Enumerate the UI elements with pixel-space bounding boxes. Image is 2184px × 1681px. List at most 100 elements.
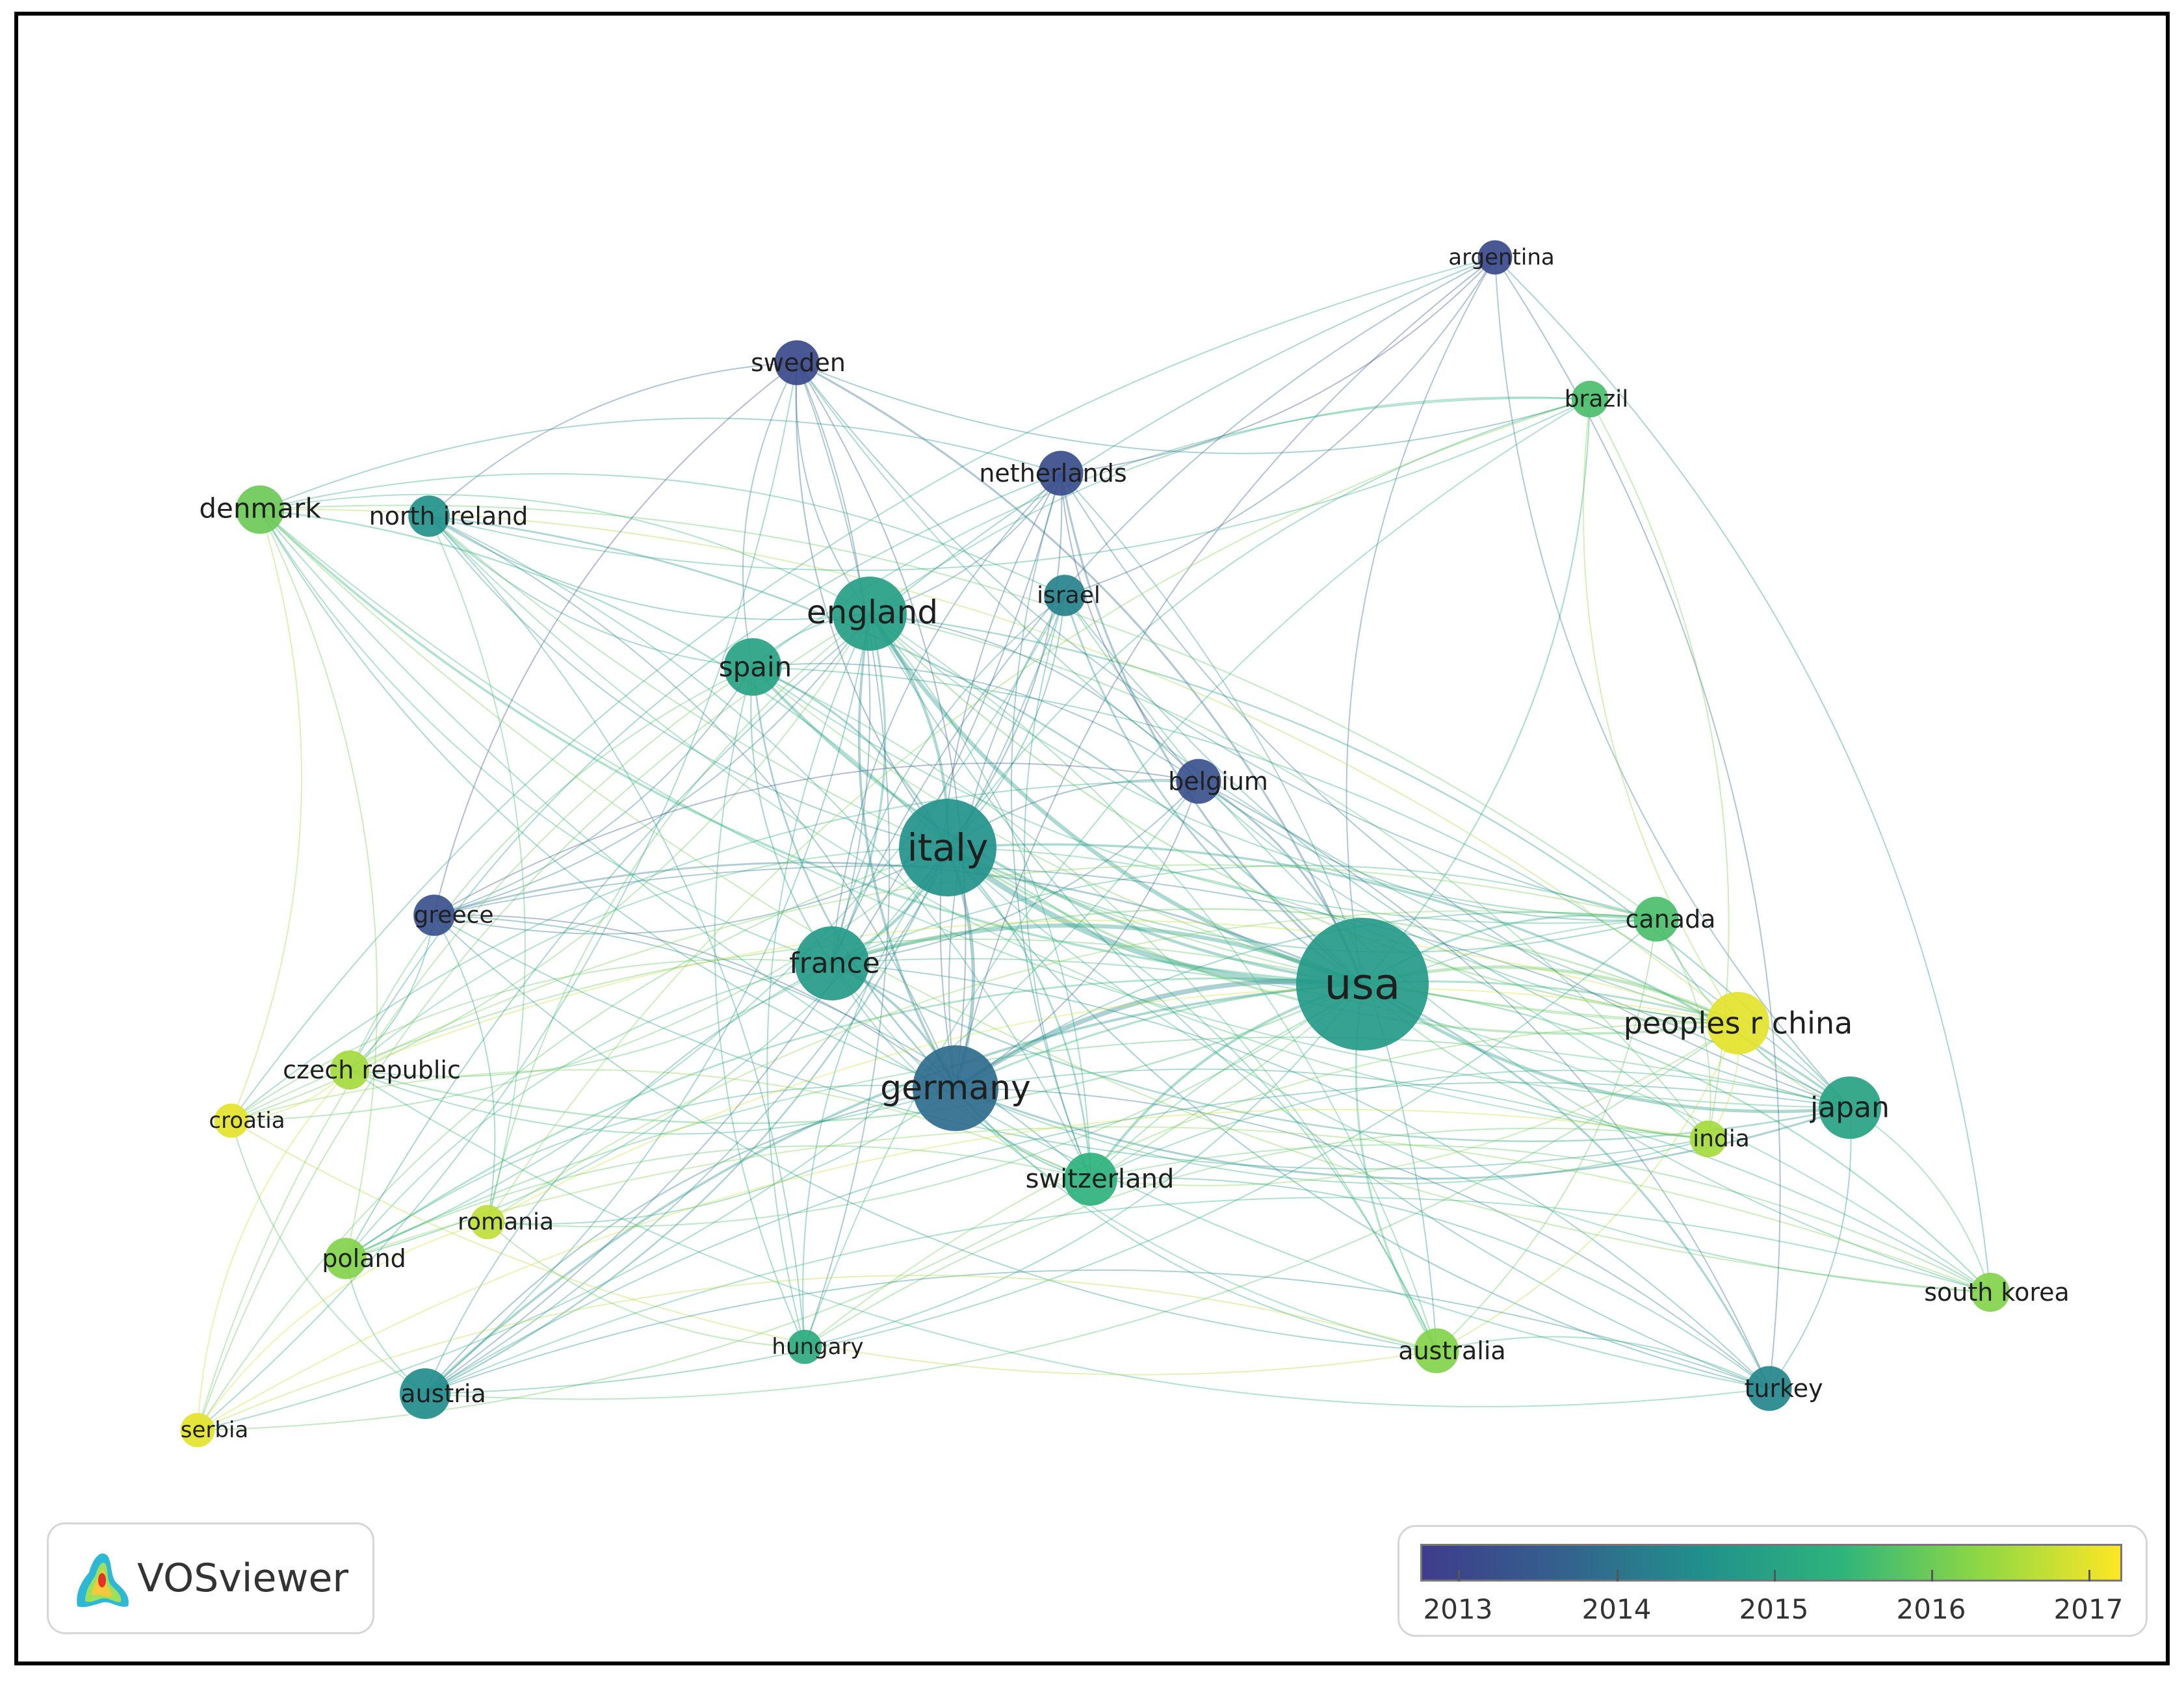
vosviewer-logo-box: VOSviewer: [47, 1522, 374, 1634]
link-england-switzerland: [869, 613, 1091, 1180]
link-sweden-brazil: [796, 362, 1591, 454]
link-peoples_r_china-north_ireland: [428, 515, 1739, 1024]
node-argentina[interactable]: [1477, 240, 1513, 275]
link-peoples_r_china-belgium: [1198, 781, 1739, 1024]
node-sweden[interactable]: [774, 340, 820, 385]
link-denmark-croatia: [231, 509, 303, 1121]
link-usa-serbia: [197, 984, 1363, 1431]
node-turkey[interactable]: [1747, 1366, 1792, 1411]
link-england-france: [831, 613, 887, 964]
co-authorship-network[interactable]: usaitalygermanyenglandfrancespainjapanpe…: [18, 16, 2166, 1661]
label-layer: usaitalygermanyenglandfrancespainjapanpe…: [181, 244, 2070, 1443]
node-peoples-r-china[interactable]: [1707, 992, 1769, 1054]
label-england: england: [807, 593, 938, 631]
link-usa-france: [831, 923, 1364, 986]
label-italy: italy: [907, 826, 989, 870]
node-romania[interactable]: [470, 1205, 505, 1240]
node-germany[interactable]: [913, 1045, 998, 1131]
link-belgium-serbia: [197, 781, 1199, 1431]
label-france: france: [789, 947, 880, 980]
link-switzerland-croatia: [231, 1069, 1091, 1180]
link-japan-netherlands: [1060, 473, 1851, 1108]
link-usa-denmark: [259, 508, 1363, 985]
link-italy-turkey: [947, 847, 1770, 1390]
color-scale-bar: [1420, 1544, 2122, 1582]
link-japan-israel: [1064, 595, 1851, 1108]
link-layer: [197, 257, 1991, 1431]
node-serbia[interactable]: [180, 1413, 215, 1448]
link-italy-hungary: [802, 847, 948, 1348]
link-japan-denmark: [259, 509, 1851, 1108]
link-italy-austria: [424, 847, 949, 1395]
link-romania-brazil: [487, 398, 1591, 1223]
link-serbia-australia: [197, 1275, 1437, 1431]
link-canada-australia: [1436, 919, 1657, 1351]
link-usa-romania: [487, 984, 1363, 1228]
node-croatia[interactable]: [214, 1103, 249, 1138]
link-france-denmark: [259, 509, 833, 964]
link-israel-south_korea: [1064, 595, 1991, 1293]
link-usa-sweden: [796, 361, 1364, 985]
legend-tick-mark: [1617, 1570, 1618, 1582]
node-canada[interactable]: [1633, 896, 1679, 942]
link-france-argentina: [831, 257, 1496, 964]
link-romania-serbia: [197, 1221, 488, 1431]
node-netherlands[interactable]: [1038, 450, 1084, 496]
node-india[interactable]: [1689, 1120, 1727, 1158]
link-south_korea-argentina: [1494, 257, 1991, 1293]
node-south-korea[interactable]: [1971, 1273, 2010, 1312]
node-denmark[interactable]: [235, 485, 285, 534]
link-switzerland-netherlands: [1010, 473, 1091, 1180]
link-north_ireland-india: [428, 515, 1709, 1140]
node-czech-republic[interactable]: [330, 1050, 369, 1089]
node-brazil[interactable]: [1571, 380, 1609, 418]
link-england-austria: [424, 613, 870, 1394]
vosviewer-brand-name: VOSviewer: [137, 1556, 349, 1601]
link-germany-austria: [424, 1087, 956, 1394]
link-peoples_r_china-brazil: [1583, 398, 1739, 1024]
legend-tick-label: 2017: [2053, 1593, 2124, 1625]
node-north-ireland[interactable]: [408, 495, 450, 537]
node-greece[interactable]: [413, 894, 455, 936]
link-england-japan: [869, 612, 1851, 1108]
link-japan-south_korea: [1849, 1107, 1991, 1293]
link-belgium-turkey: [1198, 781, 1770, 1389]
link-italy-switzerland: [946, 847, 1092, 1180]
link-germany-india: [955, 1088, 1709, 1184]
link-germany-poland: [345, 1084, 956, 1259]
link-england-belgium: [869, 613, 1199, 782]
node-hungary[interactable]: [787, 1329, 822, 1364]
link-spain-japan: [752, 666, 1851, 1108]
node-poland[interactable]: [325, 1238, 367, 1279]
node-switzerland[interactable]: [1064, 1153, 1117, 1206]
node-spain[interactable]: [723, 638, 782, 696]
node-austria[interactable]: [400, 1368, 450, 1419]
link-switzerland-turkey: [1090, 1177, 1770, 1389]
link-germany-romania: [487, 1088, 956, 1225]
label-japan: japan: [1810, 1091, 1890, 1125]
link-england-canada: [869, 613, 1657, 920]
link-italy-brazil: [947, 398, 1591, 848]
link-north_ireland-hungary: [428, 515, 805, 1348]
link-switzerland-south_korea: [1090, 1144, 1991, 1293]
link-germany-argentina: [955, 257, 1496, 1089]
node-france[interactable]: [795, 926, 869, 1000]
link-belgium-netherlands: [1060, 473, 1199, 782]
node-australia[interactable]: [1414, 1328, 1459, 1374]
node-japan[interactable]: [1819, 1076, 1881, 1139]
node-italy[interactable]: [899, 799, 996, 896]
link-france-poland: [345, 963, 833, 1259]
node-usa[interactable]: [1296, 918, 1429, 1050]
link-canada-belgium: [1198, 781, 1657, 921]
link-poland-argentina: [345, 257, 1496, 1259]
link-germany-south_korea: [955, 1068, 1991, 1293]
link-england-serbia: [197, 613, 870, 1431]
link-france-belgium: [831, 781, 1199, 964]
node-england[interactable]: [833, 577, 907, 651]
link-france-canada: [831, 865, 1657, 964]
node-belgium[interactable]: [1176, 759, 1221, 804]
link-netherlands-australia: [1060, 473, 1437, 1351]
node-israel[interactable]: [1044, 575, 1086, 616]
link-sweden-north_ireland: [428, 362, 798, 517]
